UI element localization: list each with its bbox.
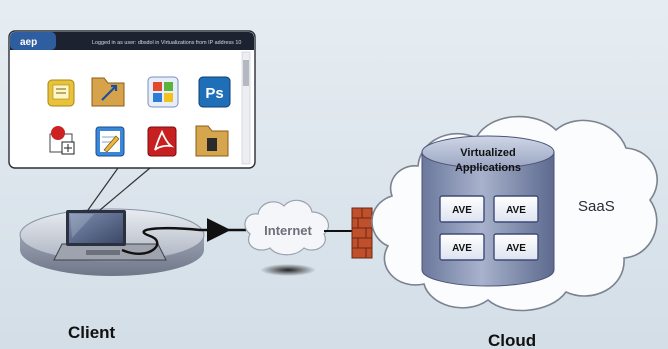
remote-desktop-icon[interactable] xyxy=(49,126,75,155)
ave-label: AVE xyxy=(452,243,472,254)
internet-cloud: Internet xyxy=(244,199,329,276)
folder-share-icon[interactable] xyxy=(91,77,125,107)
cloud-label: Cloud xyxy=(488,331,536,349)
portal-status-text: Logged in as user: dbsdol in Virtualizat… xyxy=(92,40,241,46)
cylinder-title-line2: Applications xyxy=(455,162,521,174)
saas-label: SaaS xyxy=(578,198,615,215)
portal-scrollbar-thumb[interactable] xyxy=(243,60,249,86)
portal-scrollbar[interactable] xyxy=(241,51,251,165)
ave-label: AVE xyxy=(452,205,472,216)
svg-text:Ps: Ps xyxy=(205,85,223,102)
cylinder-title-line1: Virtualized xyxy=(460,147,515,159)
internet-label: Internet xyxy=(264,223,312,238)
laptop-icon[interactable] xyxy=(53,210,167,261)
ave-tile[interactable]: AVE xyxy=(493,233,539,261)
client-cable xyxy=(121,218,231,255)
ave-label: AVE xyxy=(506,205,526,216)
firewall-icon xyxy=(351,207,373,259)
notes-app-icon[interactable] xyxy=(47,79,75,107)
aep-logo-badge xyxy=(10,32,56,50)
portal-popup-window: aep Logged in as user: dbsdol in Virtual… xyxy=(8,30,256,169)
windows-logo-icon[interactable] xyxy=(147,76,179,108)
aep-logo-text: aep xyxy=(20,37,37,48)
ave-tile[interactable]: AVE xyxy=(493,195,539,223)
client-label: Client xyxy=(68,323,116,342)
ave-label: AVE xyxy=(506,243,526,254)
notepad-edit-icon[interactable] xyxy=(95,126,125,157)
ave-tile[interactable]: AVE xyxy=(439,233,485,261)
popup-callout-lines xyxy=(87,167,151,211)
ave-tile[interactable]: AVE xyxy=(439,195,485,223)
acrobat-pdf-icon[interactable] xyxy=(147,126,177,157)
folder-icon[interactable] xyxy=(195,125,229,157)
photoshop-icon[interactable]: Ps xyxy=(198,76,231,108)
